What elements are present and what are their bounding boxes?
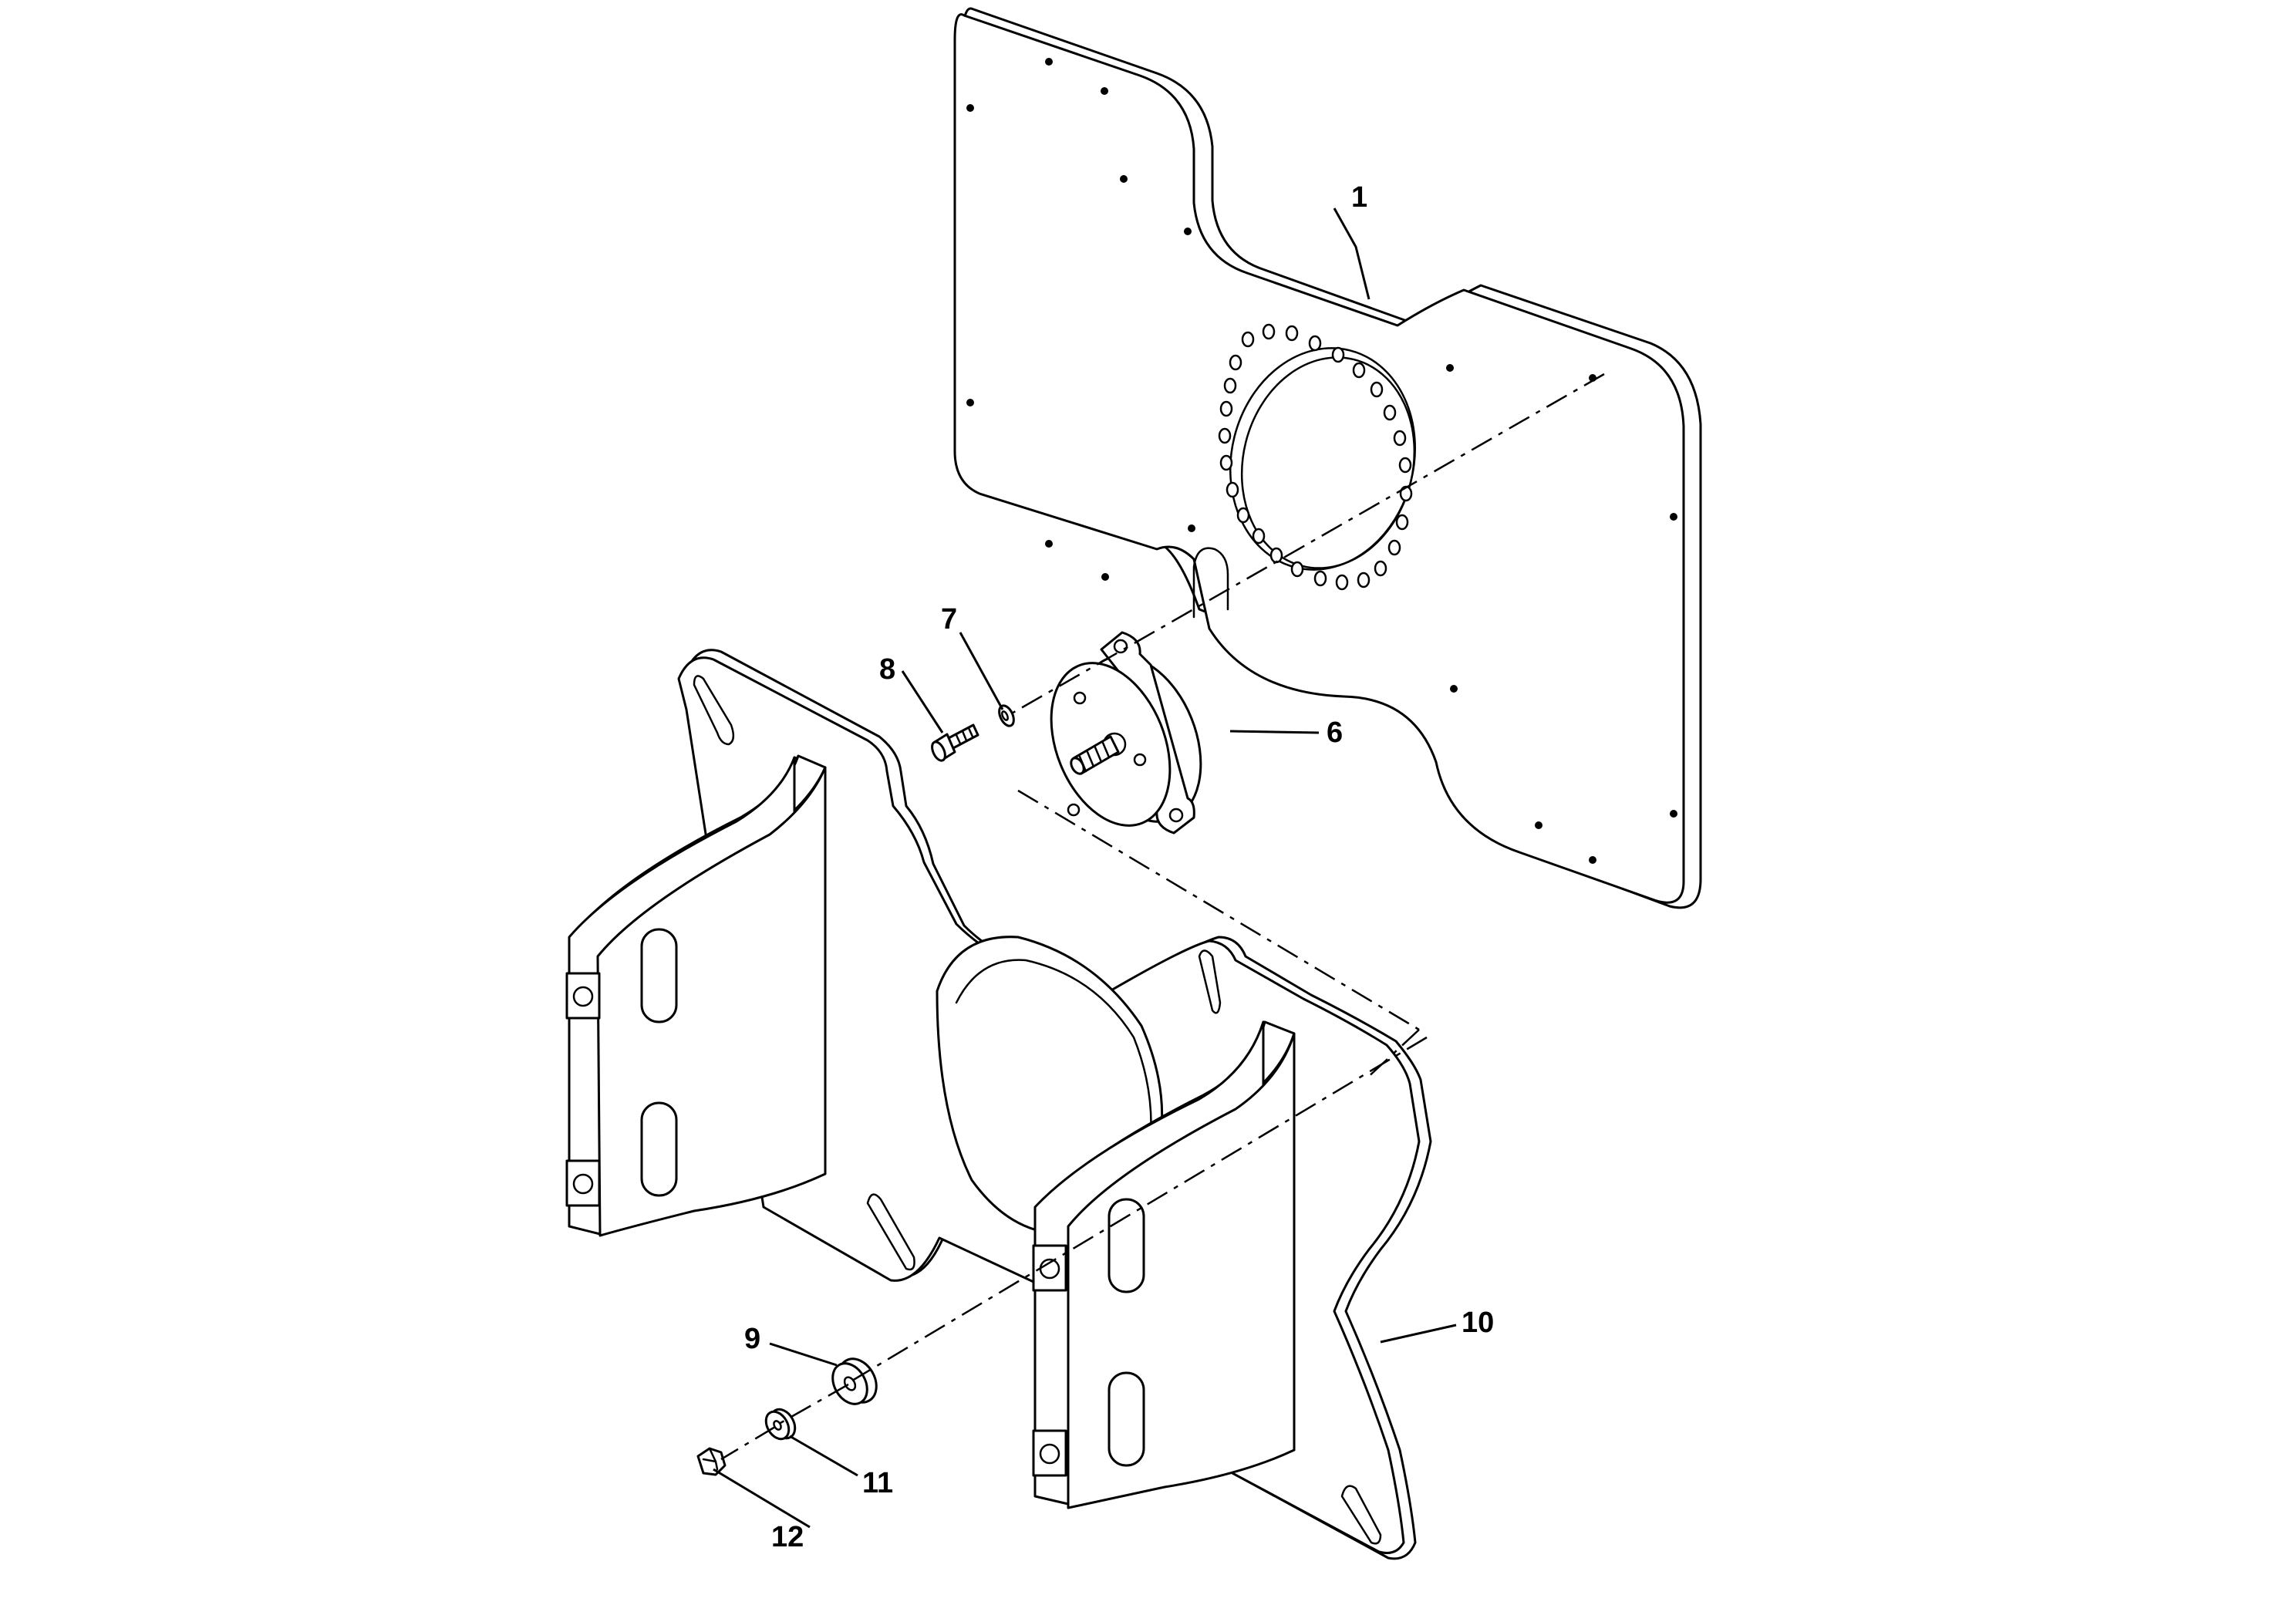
nut-12 — [696, 1447, 727, 1476]
callout-8: 8 — [879, 653, 895, 686]
callout-1: 1 — [1351, 181, 1367, 214]
callout-6: 6 — [1327, 717, 1343, 749]
washer-9 — [831, 1357, 878, 1405]
assembly-centerlines — [720, 373, 1605, 1461]
bolt-8 — [931, 723, 979, 762]
callout-12: 12 — [771, 1521, 804, 1553]
callout-11: 11 — [862, 1467, 893, 1499]
callout-labels: 1 6 7 8 9 10 11 12 — [744, 181, 1494, 1553]
right-side-block — [1032, 1020, 1296, 1509]
perimeter-holes — [966, 58, 1677, 864]
callout-7: 7 — [941, 603, 957, 636]
callout-10: 10 — [1462, 1307, 1494, 1339]
support-bracket — [565, 649, 1432, 1560]
isolator-mount — [1050, 631, 1202, 835]
left-side-block — [565, 754, 827, 1237]
bolt-hole-ring — [1218, 323, 1413, 591]
callout-leaders — [713, 207, 1457, 1529]
washer-7 — [998, 704, 1015, 727]
callout-9: 9 — [744, 1323, 760, 1355]
mounting-plate — [953, 7, 1702, 909]
